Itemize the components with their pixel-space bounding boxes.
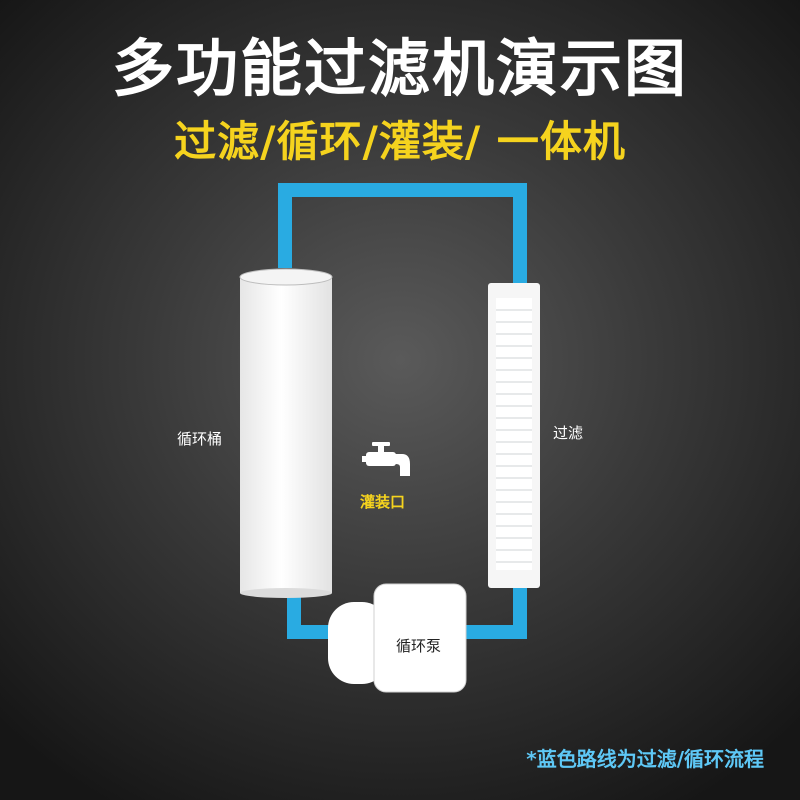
- page-subtitle: 过滤/循环/灌装/ 一体机: [174, 117, 626, 166]
- filter-label: 过滤: [553, 424, 584, 442]
- page-title: 多功能过滤机演示图: [111, 32, 688, 105]
- tank-label: 循环桶: [177, 430, 223, 448]
- pump-label: 循环泵: [396, 637, 442, 655]
- circulation-pump: [328, 583, 467, 693]
- tank-to-pump-pipe: [287, 592, 335, 639]
- circulation-tank: [239, 268, 333, 598]
- top-pipe: [278, 183, 527, 288]
- faucet-icon: [362, 442, 410, 476]
- faucet-label: 灌装口: [360, 493, 406, 511]
- footnote: *蓝色路线为过滤/循环流程: [526, 747, 764, 771]
- filter-cartridge: [488, 283, 540, 588]
- pump-to-filter-pipe: [462, 588, 527, 639]
